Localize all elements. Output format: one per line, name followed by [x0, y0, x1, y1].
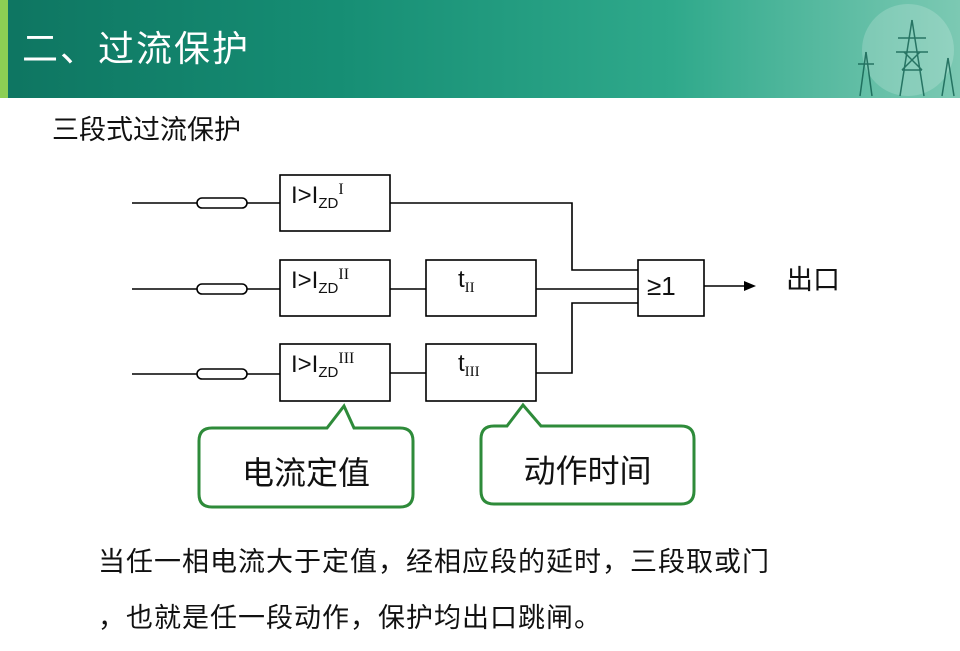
page-title: 二、过流保护: [22, 29, 251, 70]
callout-setting-text: 电流定值: [241, 454, 370, 492]
timer-label-2: tII: [458, 266, 475, 296]
relay-label-2: I>IZDII: [291, 266, 350, 297]
header-accent: [0, 0, 8, 98]
callout-time: [479, 402, 696, 506]
or-gate-label: ≥1: [647, 271, 676, 301]
output-arrow-icon: [744, 281, 756, 291]
description-line-2: ，也就是任一段动作，保护均出口跳闸。: [98, 603, 602, 634]
callout-time-text: 动作时间: [523, 452, 652, 490]
wire-stage-1: [390, 202, 638, 271]
relay-label-3: I>IZDIII: [291, 350, 355, 381]
ct-1: [196, 197, 248, 209]
description-line-1: 当任一相电流大于定值，经相应段的延时，三段取或门: [98, 547, 770, 578]
timer-block-3: [425, 343, 537, 402]
relay-block-2: [279, 259, 391, 317]
or-gate: [637, 259, 705, 317]
header-bar: 二、过流保护: [0, 0, 960, 98]
relay-label-1: I>IZDI: [291, 181, 344, 212]
subtitle: 三段式过流保护: [52, 115, 241, 146]
output-label: 出口: [786, 265, 840, 296]
wire-stage-3: [536, 302, 638, 374]
timer-block-2: [425, 259, 537, 317]
ct-2: [196, 283, 248, 295]
ct-3: [196, 368, 248, 380]
power-tower-icon: [858, 4, 955, 97]
callout-setting: [197, 403, 415, 509]
timer-label-3: tIII: [458, 350, 480, 380]
